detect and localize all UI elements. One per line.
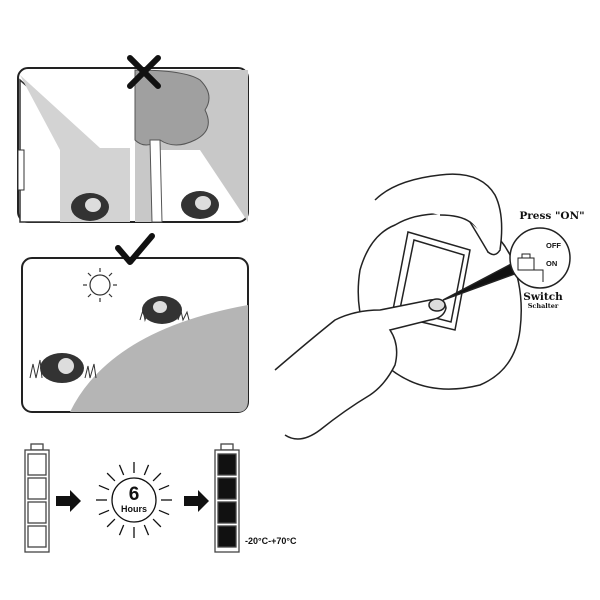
press-on-instruction: Press "ON" [519,210,584,222]
sun-ray [118,524,125,536]
switch-subtitle: Schalter [528,302,559,310]
empty-battery-icon [24,443,50,553]
check-mark-icon [115,233,155,265]
tree-trunk [149,139,163,223]
sun-ray [143,524,150,536]
sun-ray [118,464,125,476]
panel-wrong-placement [17,55,249,223]
switch-title: Switch [523,291,563,303]
sun-ray [106,518,116,528]
switch-off-label: OFF [546,241,561,250]
panel-correct-placement [21,233,249,413]
charging-instructions: 6 Hours -20°C-+70°C [24,443,297,553]
switch-magnifier [509,227,571,289]
house-shadow [20,75,130,222]
arrow-right-icon [56,490,81,512]
sun-ray [106,472,116,482]
sun-ray [98,509,110,516]
solar-rock-light [71,193,109,221]
solar-rock-light [29,353,97,383]
sun-ray [152,472,162,482]
switch-on-label: ON [546,259,557,268]
solar-rock-light [181,191,219,219]
sun-icon [83,268,117,302]
hand-pressing-switch-illustration [274,173,522,440]
sun-ray [158,509,170,516]
charge-hours-label: Hours [121,504,147,514]
sun-ray [152,518,162,528]
x-mark-icon [127,55,161,89]
sun-ray [143,464,150,476]
operating-temperature: -20°C-+70°C [245,536,297,546]
garden-path [70,305,248,412]
switch-detail: Press "ON" OFF ON Switch Schalter [509,210,585,310]
sun-ray [158,484,170,491]
charge-hours-value: 6 [129,484,140,505]
full-battery-icon [214,443,240,553]
upper-hand [374,173,503,253]
tree-crown [134,69,210,146]
sun-icon [96,462,172,538]
sun-ray [98,484,110,491]
solar-rock-light [139,296,190,324]
switch-toggle-icon [517,257,535,271]
arrow-right-icon [184,490,209,512]
